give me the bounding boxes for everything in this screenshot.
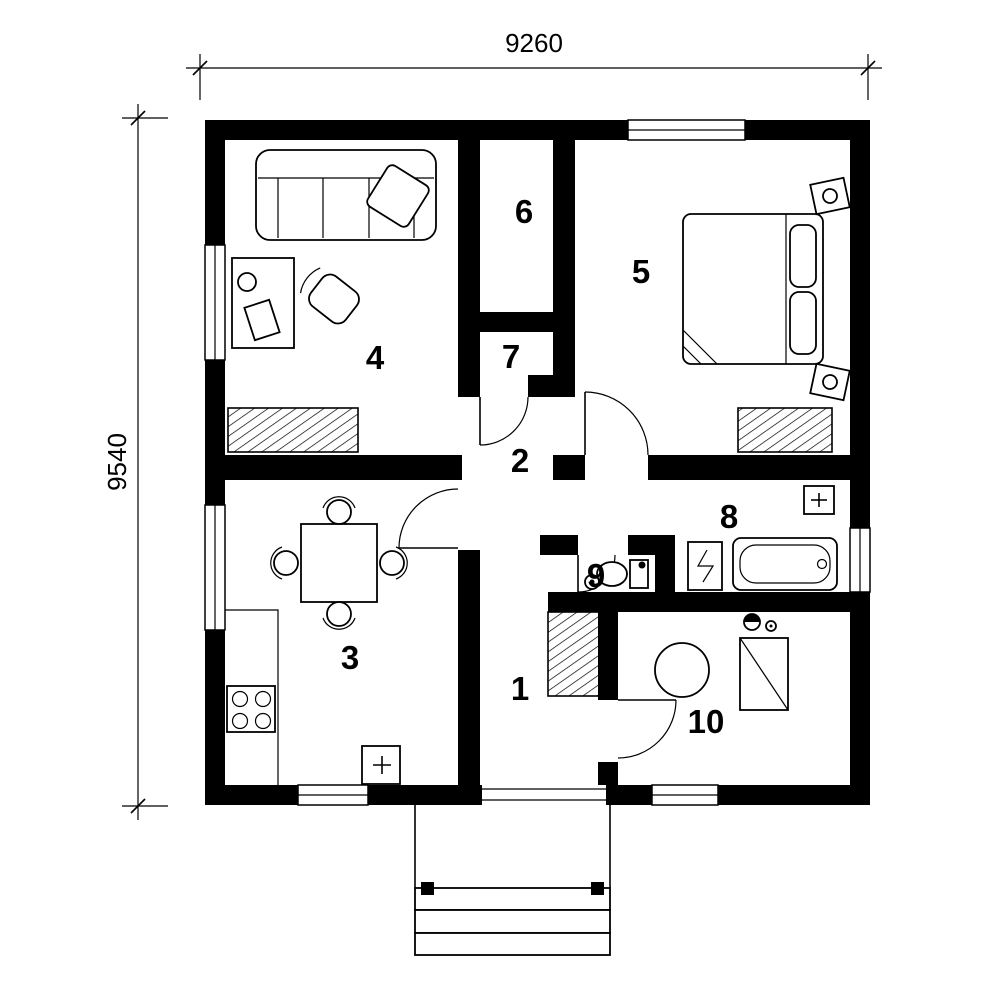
room-label-3: 3 (341, 639, 359, 676)
stove-icon (226, 685, 276, 733)
wardrobe-icon (227, 407, 359, 453)
wardrobe-icon (547, 611, 601, 697)
chair-icon (322, 601, 356, 630)
kitchen-counter-icon (225, 609, 279, 785)
bed-icon (682, 213, 824, 365)
door-arc-icon (479, 396, 529, 446)
window-icon (651, 784, 719, 806)
door-arc-icon (617, 699, 677, 759)
room-label-7: 7 (502, 338, 520, 375)
window-icon (204, 504, 226, 631)
door-arc-icon (398, 488, 459, 549)
desk-icon (231, 257, 295, 349)
room-label-1: 1 (511, 670, 529, 707)
window-icon (849, 527, 871, 593)
chair-icon (270, 546, 299, 580)
window-icon (297, 784, 369, 806)
bathtub-icon (732, 537, 838, 591)
wardrobe-icon (737, 407, 833, 453)
valve-icon (743, 613, 777, 632)
dimension-line-icon (122, 104, 168, 820)
room-label-8: 8 (720, 498, 738, 535)
chair-icon (322, 496, 356, 525)
boiler-icon (654, 642, 710, 698)
room-label-4: 4 (366, 339, 385, 376)
toilet-icon (596, 559, 649, 589)
room-label-9: 9 (587, 557, 605, 594)
service-box-icon (361, 745, 401, 785)
access-panel-icon (803, 485, 835, 515)
chair-icon (379, 546, 408, 580)
nightstand-icon (809, 362, 851, 402)
walls (205, 120, 870, 805)
room-label-5: 5 (632, 253, 650, 290)
door-arc-icon (584, 391, 649, 456)
washing-machine-icon (739, 637, 789, 711)
nightstand-icon (809, 176, 851, 216)
room-label-2: 2 (511, 442, 529, 479)
dimension-width-label: 9260 (505, 28, 563, 58)
sink-icon (584, 574, 600, 590)
window-icon (627, 119, 746, 141)
dimension-height-label: 9540 (102, 433, 132, 491)
water-heater-icon (687, 541, 723, 591)
dining-table-icon (300, 523, 378, 603)
room-label-6: 6 (515, 193, 533, 230)
room-label-10: 10 (688, 703, 725, 740)
cushion-icon (366, 164, 430, 228)
porch-steps-icon (414, 805, 611, 956)
armchair-icon (299, 267, 360, 325)
window-icon (204, 244, 226, 361)
entry-threshold (482, 788, 606, 801)
dimension-line-icon (186, 54, 882, 100)
